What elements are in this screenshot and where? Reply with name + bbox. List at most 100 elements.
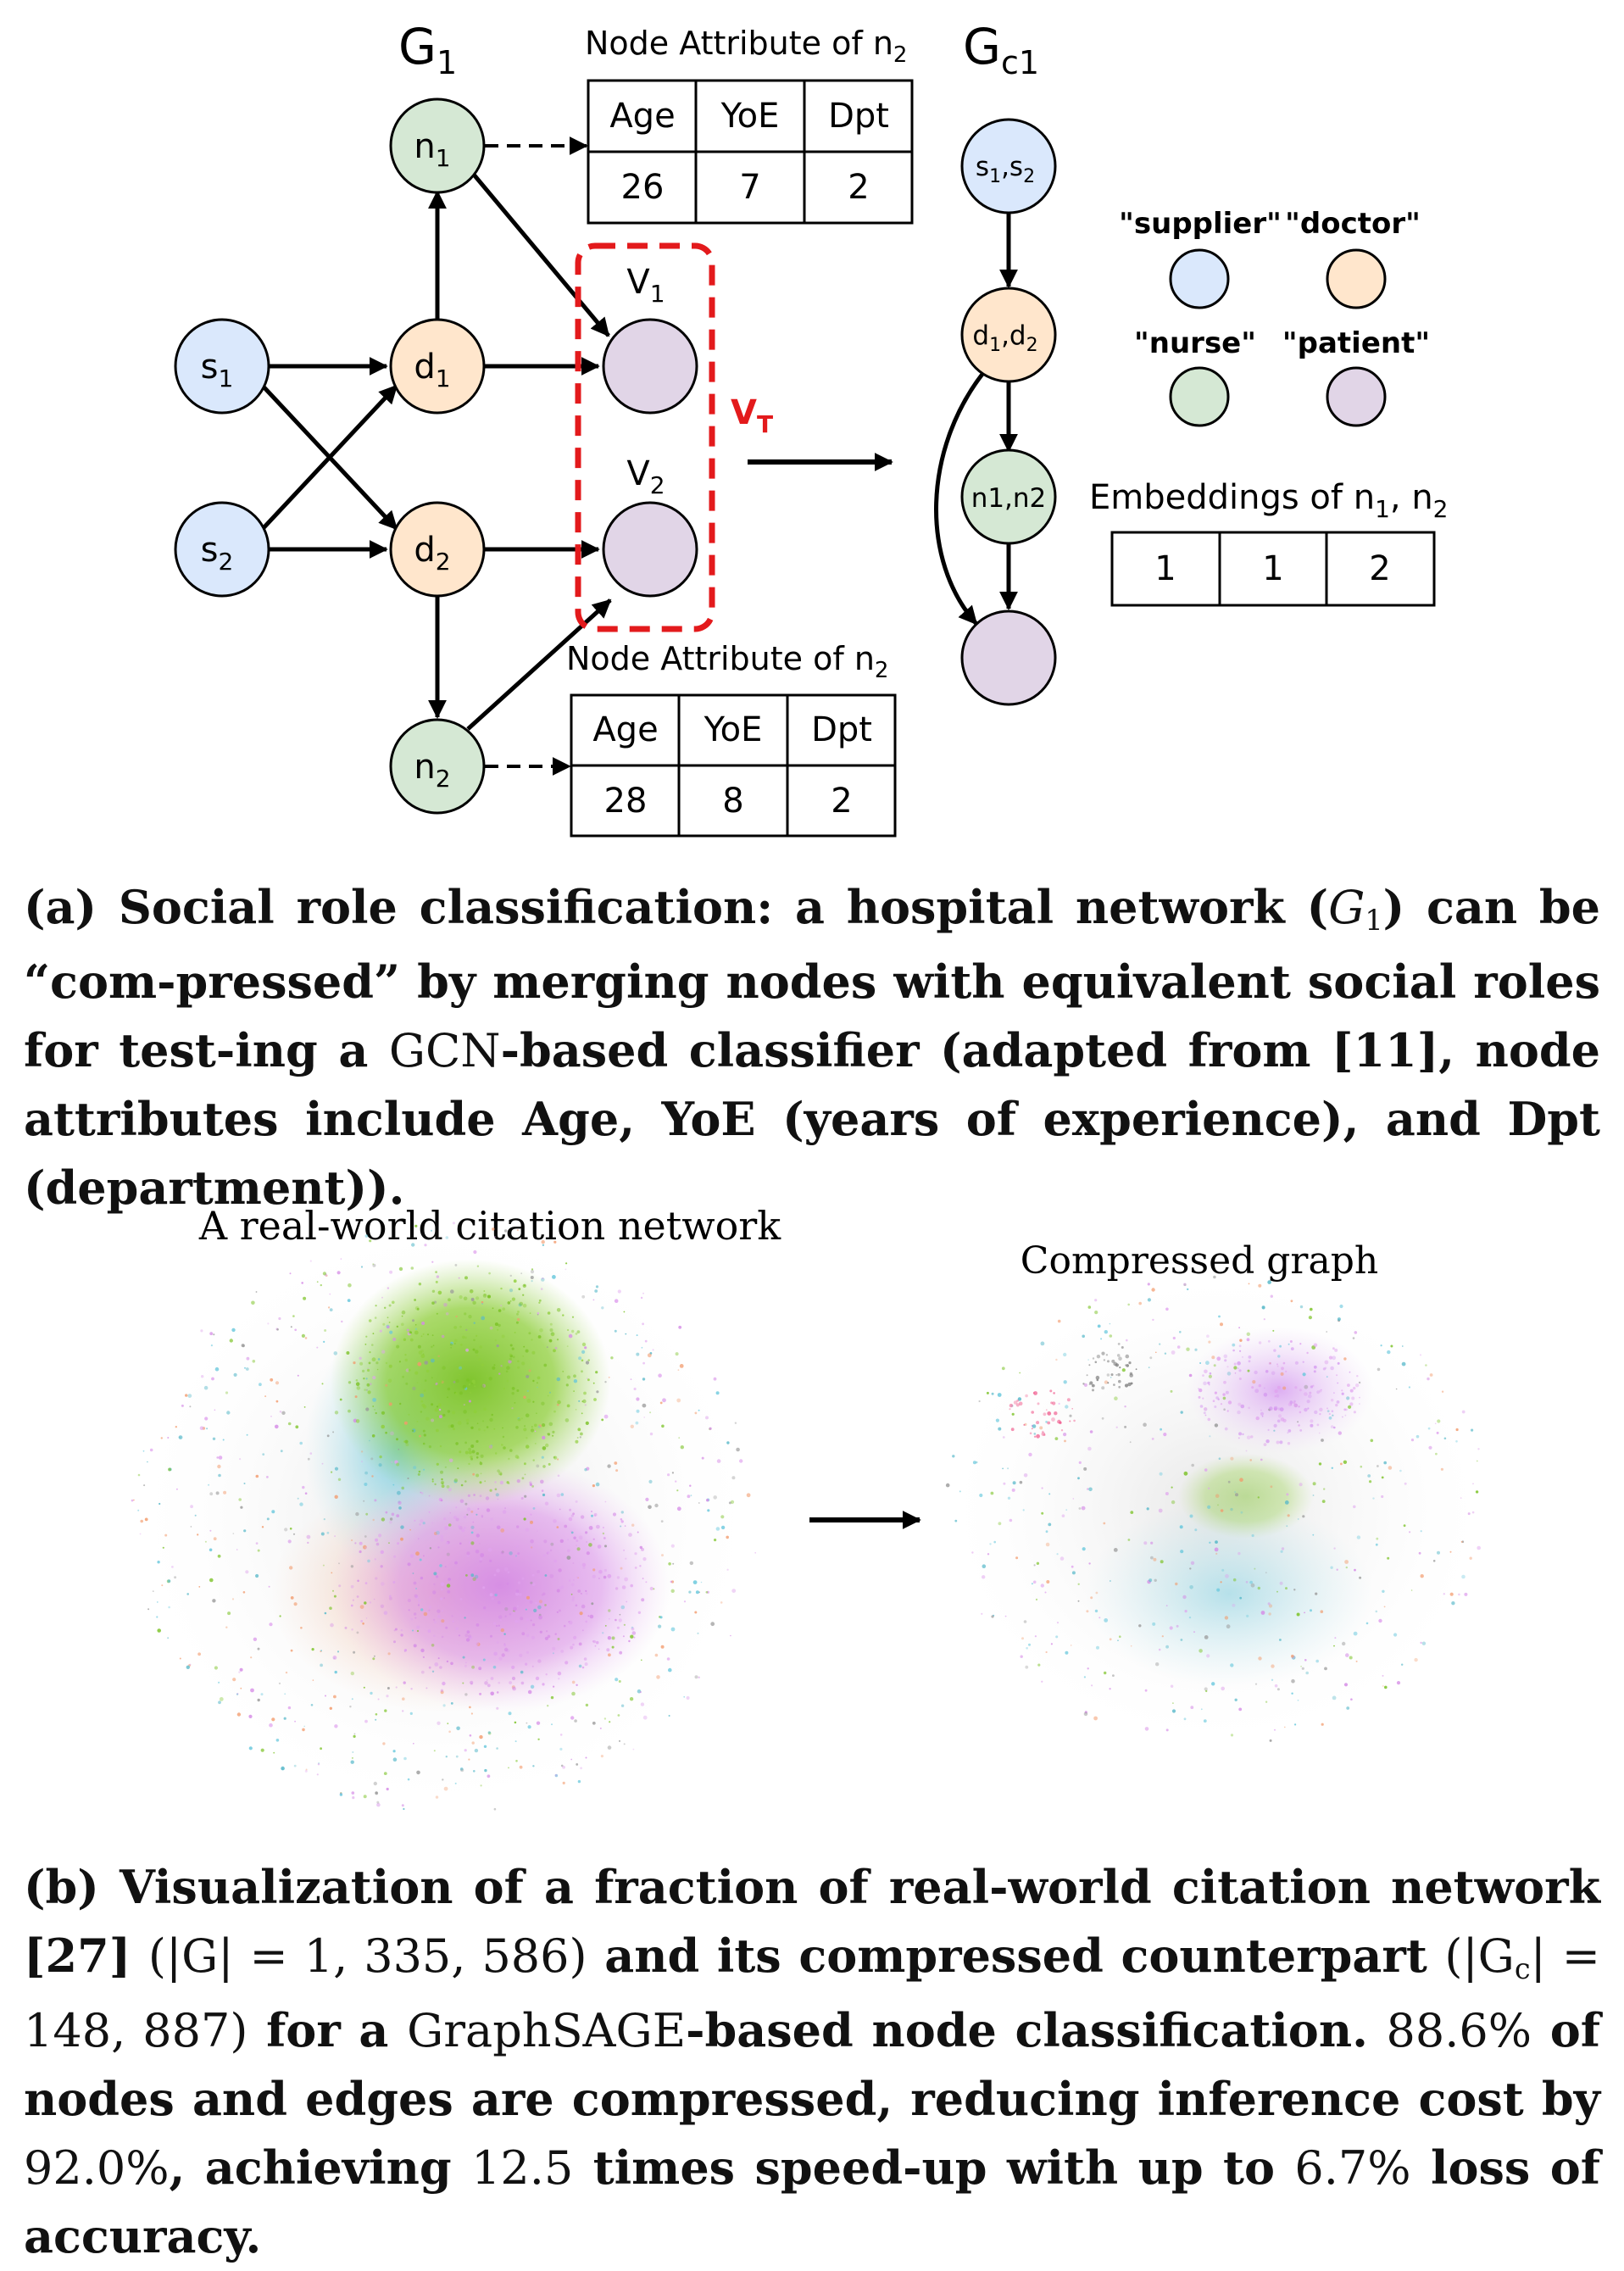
network-dot: [428, 1666, 431, 1669]
network-dot: [430, 1229, 433, 1232]
network-dot: [532, 1507, 536, 1510]
network-dot: [305, 1768, 308, 1771]
network-dot: [609, 1721, 611, 1723]
network-dot: [715, 1527, 720, 1531]
network-dot: [1046, 1580, 1050, 1584]
network-dot: [978, 1400, 981, 1403]
network-dot: [1265, 1439, 1270, 1444]
network-dot: [334, 1467, 339, 1471]
network-dot: [1234, 1372, 1237, 1374]
network-dot: [542, 1683, 545, 1686]
network-dot: [206, 1428, 209, 1430]
network-dot: [436, 1569, 439, 1572]
network-dot: [1267, 1428, 1270, 1431]
network-dot: [1297, 1518, 1299, 1520]
network-dot: [403, 1807, 405, 1811]
network-dot: [1273, 1405, 1278, 1411]
network-dot: [437, 1721, 441, 1726]
network-dot: [720, 1601, 723, 1604]
network-dot: [1289, 1400, 1293, 1405]
network-dot: [1071, 1571, 1076, 1575]
network-dot: [620, 1518, 623, 1521]
network-dot: [1257, 1496, 1260, 1499]
network-dot: [1238, 1707, 1243, 1712]
network-dot: [197, 1533, 199, 1536]
network-dot: [1471, 1511, 1475, 1514]
network-dot: [334, 1535, 336, 1537]
network-dot: [385, 1361, 388, 1365]
network-dot: [556, 1611, 559, 1613]
network-dot: [307, 1541, 309, 1545]
network-dot: [167, 1437, 170, 1439]
network-dot: [542, 1683, 545, 1686]
network-dot: [455, 1442, 459, 1445]
network-dot: [453, 1342, 457, 1345]
network-dot: [374, 1499, 377, 1502]
network-dot: [1160, 1560, 1164, 1564]
network-dot: [1347, 1383, 1350, 1387]
network-dot: [720, 1525, 726, 1530]
network-dot: [427, 1333, 429, 1336]
network-dot: [511, 1407, 514, 1410]
network-dot: [1033, 1435, 1037, 1439]
network-dot: [1332, 1347, 1335, 1350]
network-dot: [537, 1530, 538, 1533]
network-dot: [1215, 1552, 1218, 1555]
network-dot: [365, 1389, 368, 1391]
network-dot: [479, 1495, 482, 1498]
network-dot: [690, 1495, 692, 1497]
network-dot: [376, 1368, 379, 1371]
network-dot: [1086, 1374, 1088, 1377]
network-dot: [531, 1583, 536, 1586]
network-dot: [1313, 1370, 1316, 1373]
network-dot: [1088, 1562, 1091, 1565]
network-dot: [1215, 1494, 1220, 1498]
network-dot: [617, 1289, 621, 1294]
compressed-node-s: [960, 118, 1057, 214]
network-dot: [364, 1344, 367, 1345]
network-dot: [1081, 1506, 1086, 1511]
network-dot: [524, 1425, 526, 1428]
network-dot: [524, 1473, 526, 1476]
network-dot: [449, 1343, 453, 1346]
network-dot: [476, 1296, 480, 1300]
network-dot: [469, 1289, 474, 1294]
network-dot: [545, 1443, 549, 1448]
network-dot: [528, 1332, 531, 1335]
network-dot: [1290, 1300, 1293, 1303]
network-dot: [531, 1665, 534, 1667]
network-dot: [492, 1366, 496, 1370]
node-s1-label: s1: [201, 348, 234, 392]
network-dot: [1220, 1509, 1224, 1512]
network-dot: [1148, 1578, 1153, 1583]
network-dot: [1420, 1530, 1422, 1533]
network-dot: [559, 1747, 563, 1751]
network-dot: [389, 1270, 393, 1274]
network-dot: [541, 1489, 544, 1492]
network-dot: [334, 1495, 338, 1500]
network-dot: [1152, 1318, 1154, 1322]
network-dot: [409, 1528, 411, 1531]
network-dot: [245, 1367, 249, 1371]
table-top-value-dpt: 2: [848, 168, 869, 207]
network-dot: [472, 1348, 476, 1351]
network-dot: [516, 1479, 520, 1483]
network-dot: [1165, 1605, 1168, 1606]
network-dot: [481, 1300, 484, 1304]
network-dot: [363, 1686, 365, 1689]
network-dot: [236, 1693, 239, 1695]
network-dot: [437, 1355, 440, 1358]
network-dot: [1090, 1596, 1093, 1600]
network-dot: [473, 1494, 476, 1496]
network-dot: [584, 1346, 587, 1350]
network-dot: [480, 1553, 485, 1557]
network-dot: [479, 1734, 483, 1739]
network-dot: [529, 1312, 531, 1314]
network-dot: [1299, 1305, 1304, 1309]
network-dot: [530, 1581, 533, 1584]
network-dot: [187, 1394, 192, 1398]
network-dot: [359, 1550, 362, 1554]
network-dot: [302, 1485, 305, 1489]
network-dot: [375, 1718, 377, 1721]
network-dot: [464, 1693, 468, 1696]
